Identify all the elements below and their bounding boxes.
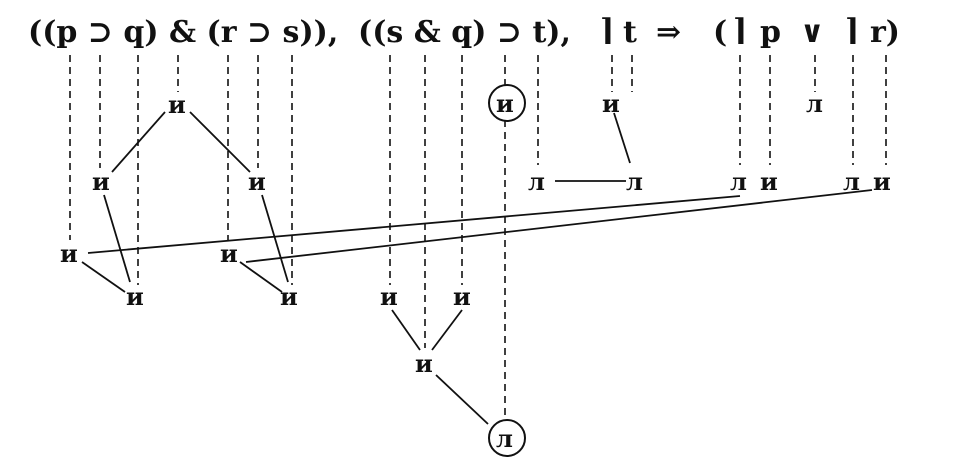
value-q: и xyxy=(126,282,144,311)
edge-and-to-bottom xyxy=(435,374,489,425)
value-neg-r: л xyxy=(843,167,860,196)
circle-impl-value xyxy=(488,84,526,122)
value-rs-impl: и xyxy=(248,167,266,196)
conclusion-r: r) xyxy=(870,15,900,50)
edge-r-from-neg-r xyxy=(245,189,873,263)
edge-neg-t-to-t xyxy=(613,112,631,164)
edge-r-to-s xyxy=(239,261,283,293)
truth-values: и и и и и л л л л и л и и и и и и и и л xyxy=(60,89,891,453)
value-neg-p: л xyxy=(730,167,747,196)
conclusion-open-paren: ( xyxy=(713,15,727,50)
circle-bottom-value xyxy=(488,419,526,457)
value-s: и xyxy=(280,282,298,311)
conclusion-p: p xyxy=(760,15,781,50)
value-sq-and: и xyxy=(415,349,433,378)
premise-3-negation: ⌉ xyxy=(600,13,614,48)
edge-pq-to-q xyxy=(103,194,131,283)
value-s-premise-2: и xyxy=(380,282,398,311)
solid-connections xyxy=(81,111,873,425)
conclusion-or: ∨ xyxy=(800,15,824,50)
dashed-guides xyxy=(69,55,887,420)
value-t-false-b: л xyxy=(626,167,643,196)
premise-3-variable: t xyxy=(623,15,637,50)
value-p-conclusion: и xyxy=(760,167,778,196)
edge-and-to-pq xyxy=(111,111,166,173)
edge-s2-to-and xyxy=(391,309,421,351)
value-r: и xyxy=(220,239,238,268)
value-pq-impl: и xyxy=(92,167,110,196)
conclusion-negation-1: ⌉ xyxy=(733,13,747,48)
entailment-arrow: ⇒ xyxy=(656,15,681,50)
value-bottom-circle: л xyxy=(496,424,513,453)
value-or: л xyxy=(806,89,823,118)
edge-p-from-neg-p xyxy=(87,195,741,254)
premise-2: ((s & q) ⊃ t), xyxy=(358,15,571,50)
value-t-false: л xyxy=(528,167,545,196)
value-impl-circle: и xyxy=(496,89,514,118)
edge-and-to-rs xyxy=(189,111,251,173)
value-and-top: и xyxy=(168,90,186,119)
edge-p-to-q xyxy=(81,261,126,293)
premise-1: ((p ⊃ q) & (r ⊃ s)), xyxy=(28,15,338,50)
value-neg-t: и xyxy=(602,89,620,118)
edge-rs-to-s xyxy=(261,194,289,283)
conclusion-negation-2: ⌉ xyxy=(845,13,859,48)
edge-q2-to-and xyxy=(431,309,463,351)
value-q-premise-2: и xyxy=(453,282,471,311)
value-p: и xyxy=(60,239,78,268)
value-r-conclusion: и xyxy=(873,167,891,196)
